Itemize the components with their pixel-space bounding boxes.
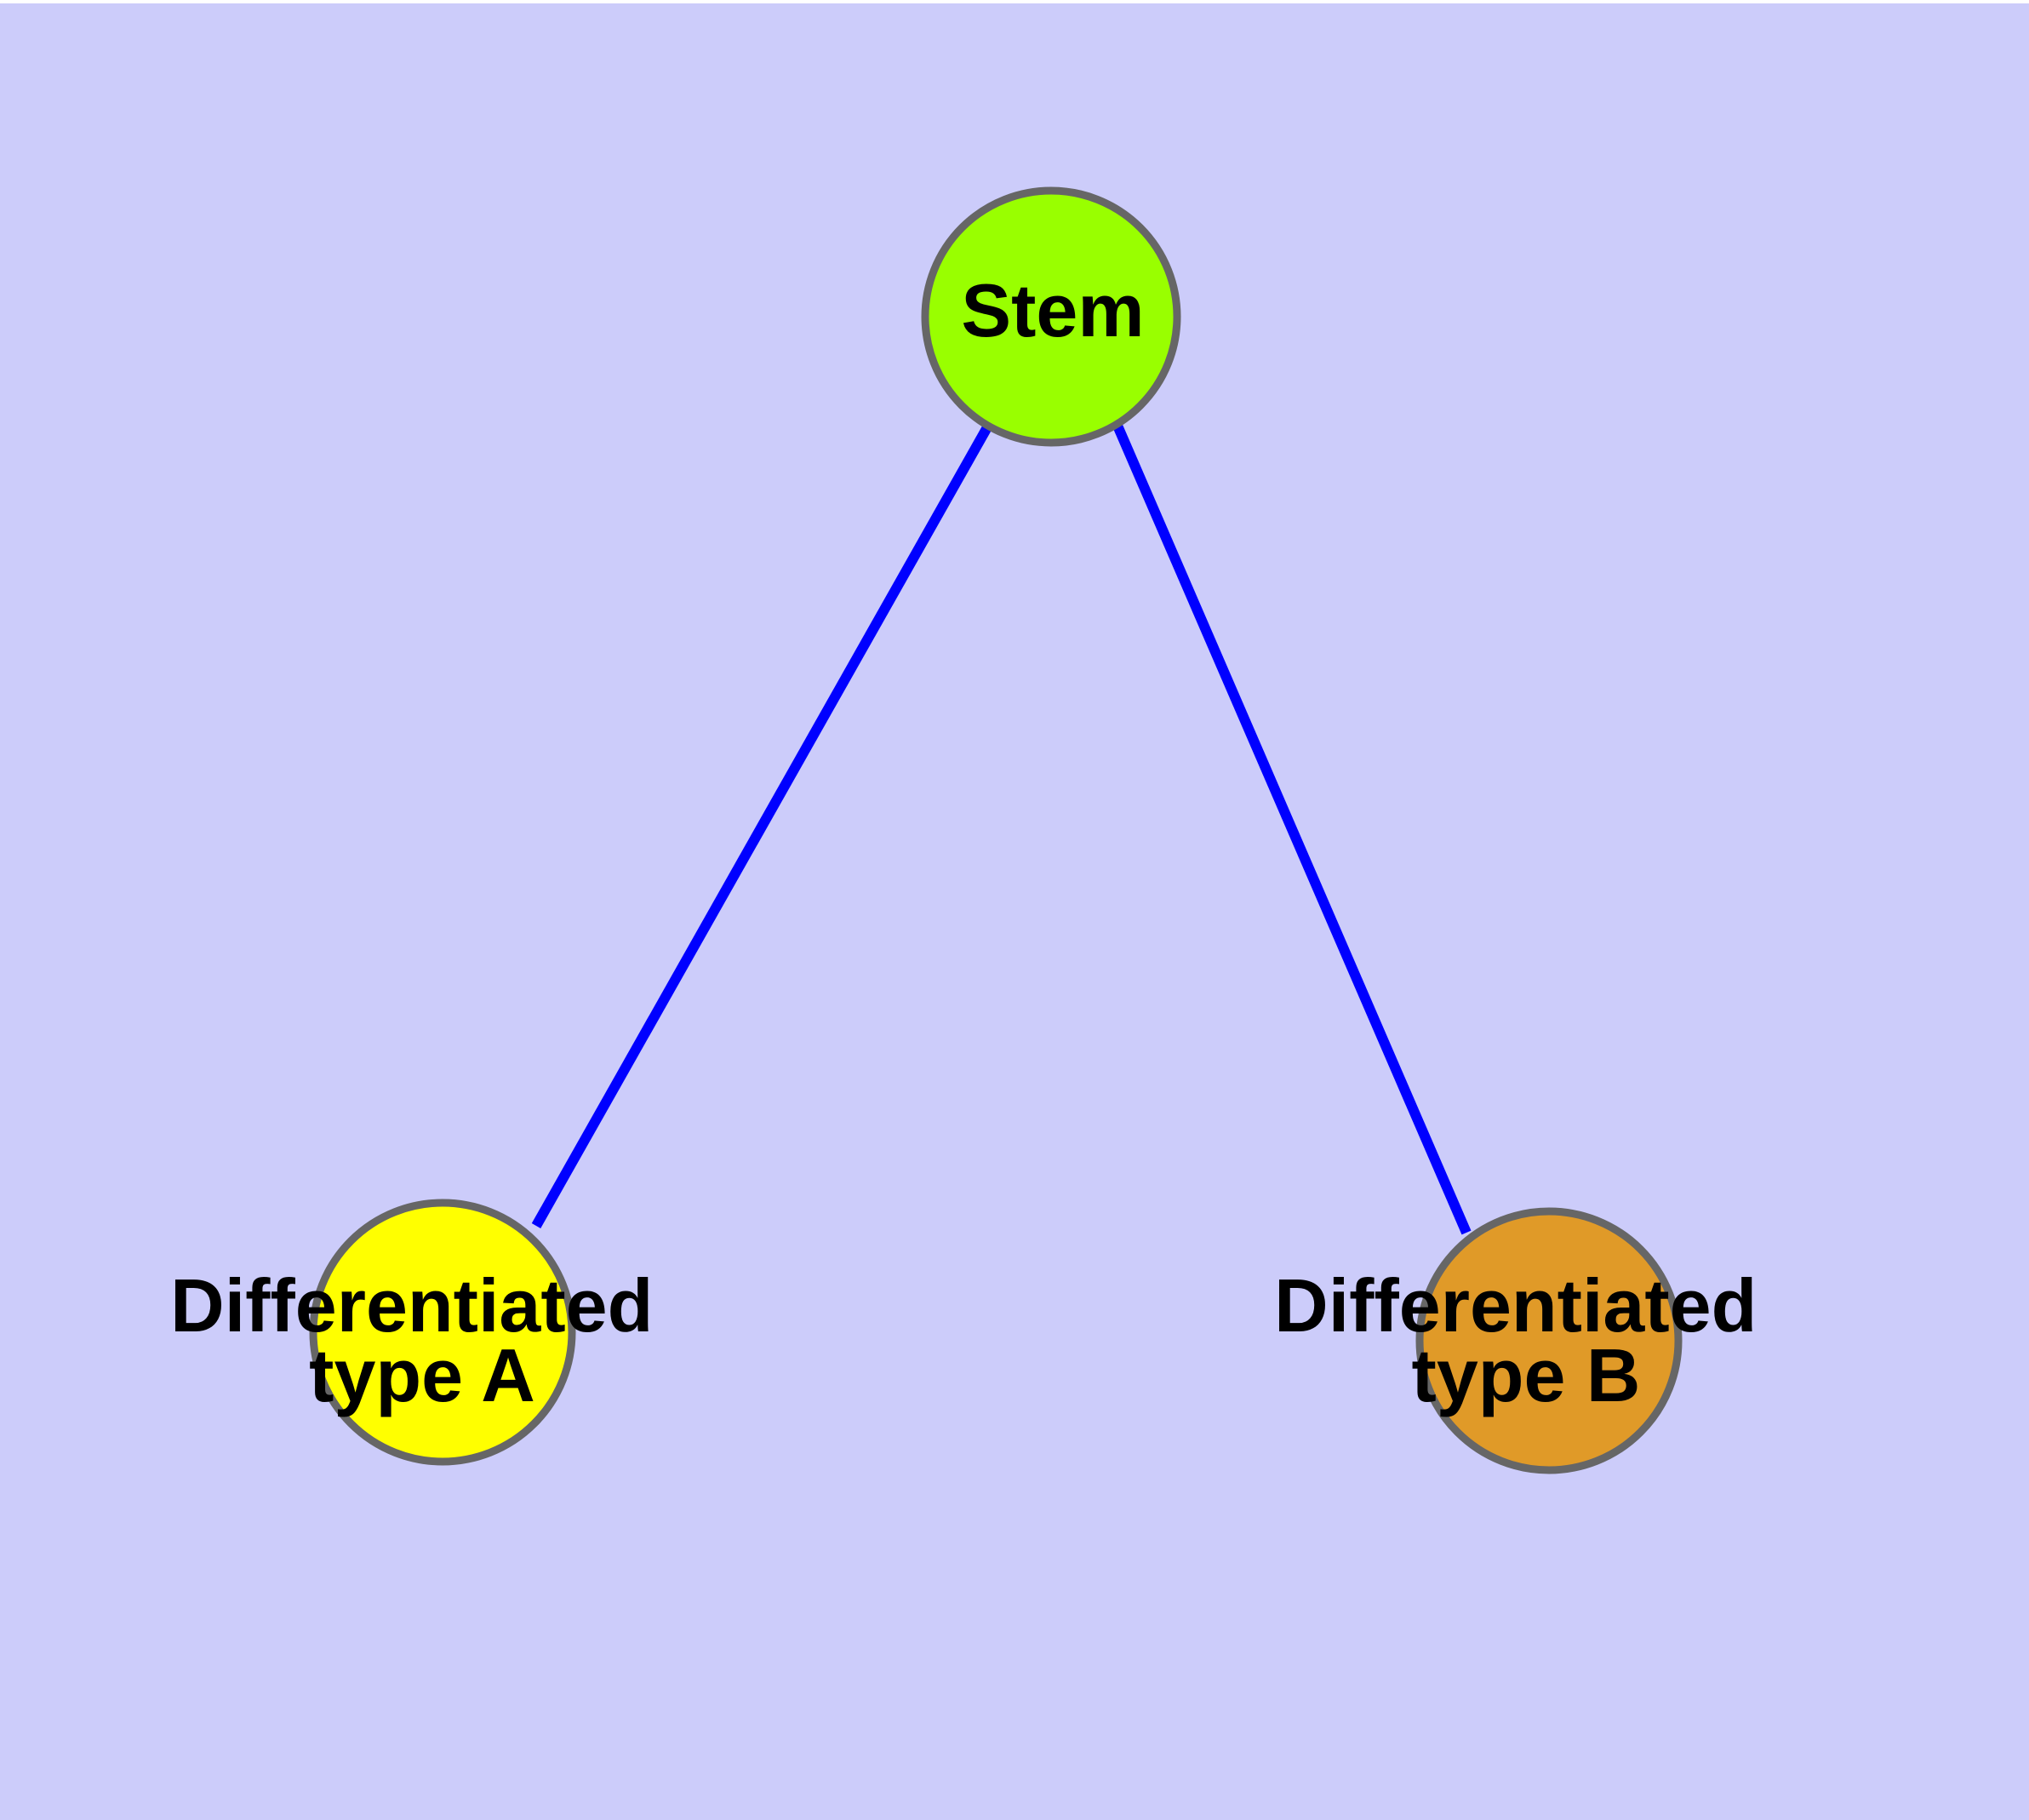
node-differentiated-type-b[interactable]	[1415, 1207, 1683, 1474]
node-differentiated-type-a-label-line-2: type A	[309, 1333, 535, 1417]
node-differentiated-type-b-circle[interactable]	[1415, 1207, 1683, 1474]
node-stem-label-line-1: Stem	[961, 268, 1144, 352]
edge-stem-to-diff-b[interactable]	[1112, 423, 1472, 1235]
node-differentiated-type-b-label: Differentiated type B	[1274, 1263, 1778, 1417]
node-differentiated-type-a-label-line-1: Differentiated	[170, 1263, 653, 1348]
node-differentiated-type-a[interactable]	[309, 1199, 576, 1466]
edge-layer	[531, 423, 1472, 1235]
node-layer	[309, 186, 1683, 1474]
node-stem[interactable]	[921, 186, 1181, 447]
node-stem-circle[interactable]	[921, 186, 1181, 447]
edge-stem-to-diff-a[interactable]	[531, 425, 992, 1228]
node-differentiated-type-b-label-line-1: Differentiated	[1274, 1263, 1757, 1348]
node-differentiated-type-a-label: Differentiated type A	[170, 1263, 674, 1417]
node-stem-label: Stem	[961, 268, 1144, 352]
node-differentiated-type-a-circle[interactable]	[309, 1199, 576, 1466]
label-layer: Stem Differentiated type A Differentiate…	[170, 268, 1778, 1417]
node-differentiated-type-b-label-line-2: type B	[1412, 1333, 1641, 1417]
